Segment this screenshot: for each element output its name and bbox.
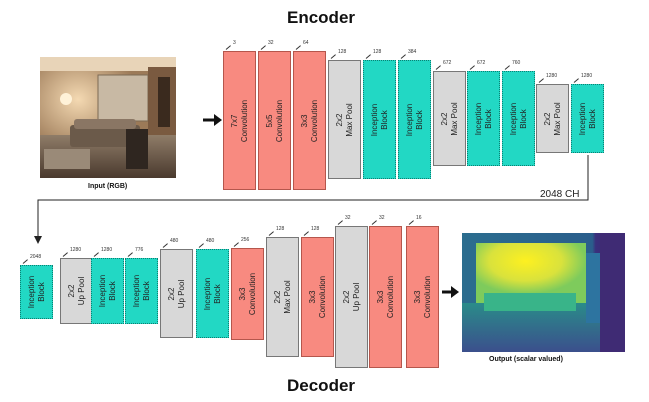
encoder-channel-count: 128	[373, 49, 382, 55]
decoder-channel-count: 16	[416, 215, 422, 221]
link-arrow-head	[34, 236, 42, 244]
encoder-channel-count: 1280	[581, 73, 593, 79]
decoder-channel-count: 2048	[30, 254, 42, 260]
depth-map	[462, 233, 625, 352]
decoder-channel-count: 256	[241, 237, 250, 243]
decoder-channel-count: 32	[345, 215, 351, 221]
decoder-channel-count: 1280	[70, 247, 82, 253]
encoder-channel-count: 1280	[546, 73, 558, 79]
decoder-channel-count: 480	[206, 238, 215, 244]
decoder-channel-count: 128	[311, 226, 320, 232]
decoder-channel-count: 776	[135, 247, 144, 253]
decoder-channel-count: 128	[276, 226, 285, 232]
encoder-decoder-link	[37, 155, 589, 238]
encoder-title: Encoder	[287, 8, 356, 27]
encoder-channel-count: 32	[268, 40, 274, 46]
encoder-channel-count: 672	[477, 60, 486, 66]
encoder-channel-count: 128	[338, 49, 347, 55]
encoder-channel-count: 64	[303, 40, 309, 46]
input-rgb-image	[40, 57, 176, 178]
input-arrow-head	[214, 114, 222, 126]
output-caption: Output (scalar valued)	[489, 356, 563, 363]
link-channel-label: 2048 CH	[540, 189, 580, 200]
encoder-channel-count: 760	[512, 60, 521, 66]
decoder-channel-count: 32	[379, 215, 385, 221]
decoder-channel-count: 480	[170, 238, 179, 244]
output-arrow-head	[451, 286, 459, 298]
encoder-channel-count: 384	[408, 49, 417, 55]
encoder-channel-count: 3	[233, 40, 236, 46]
input-caption: Input (RGB)	[88, 183, 128, 190]
decoder-channel-count: 1280	[101, 247, 113, 253]
encoder-channel-count: 672	[443, 60, 452, 66]
output-depth-image	[462, 233, 625, 352]
decoder-title: Decoder	[287, 376, 356, 395]
room-photo	[40, 57, 176, 178]
